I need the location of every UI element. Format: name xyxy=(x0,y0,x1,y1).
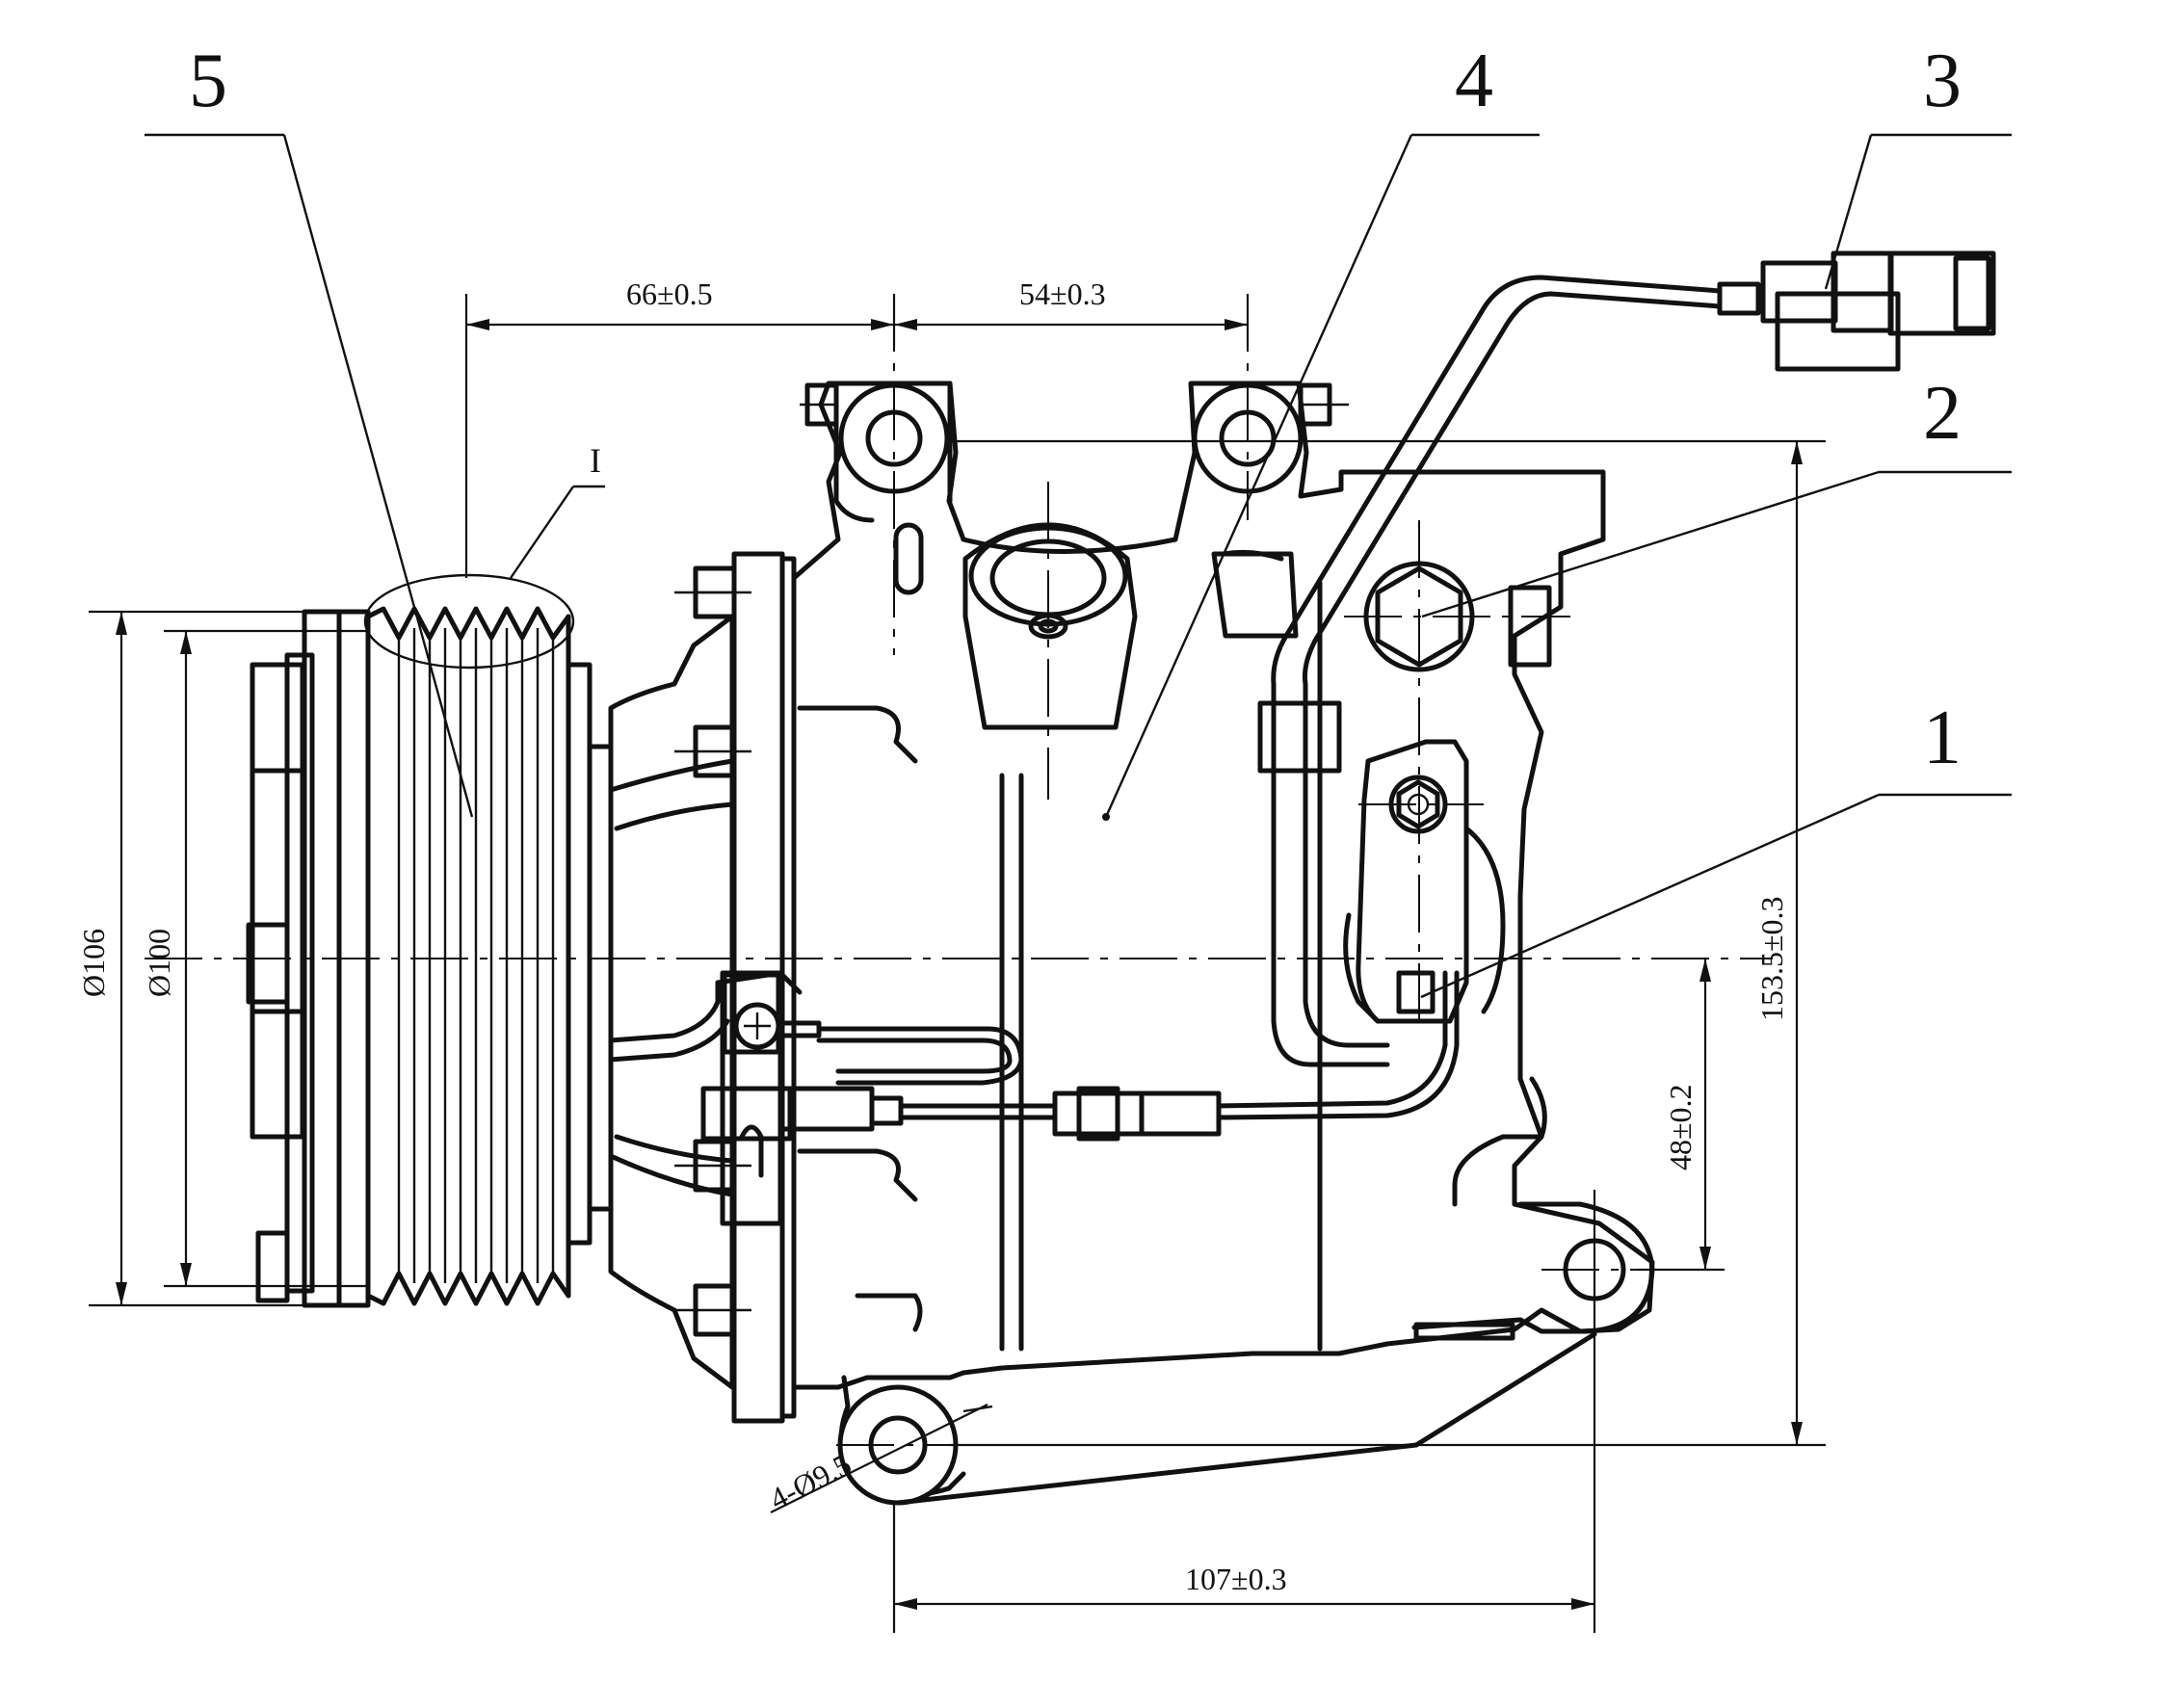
pulley xyxy=(363,573,614,1306)
center-lines xyxy=(145,294,1773,1446)
callout-2: 2 xyxy=(1923,371,1962,456)
dim-66: 66±0.5 xyxy=(626,276,713,311)
front-flange xyxy=(608,551,797,1424)
dim-dia-100: Ø100 xyxy=(142,929,176,997)
dim-48: 48±0.2 xyxy=(1663,1084,1698,1170)
callout-leaders xyxy=(145,133,2012,999)
wire-harness xyxy=(1257,250,1996,1067)
dim-holes: 4-Ø9.5 xyxy=(764,1446,856,1516)
flange-bolts xyxy=(674,565,751,1337)
dim-107: 107±0.3 xyxy=(1185,1562,1287,1596)
labels: 5 4 3 2 1 I 66±0.5 54±0.3 107±0.3 153.5±… xyxy=(76,39,1962,1596)
dim-dia-106: Ø106 xyxy=(76,929,111,997)
mount-ears xyxy=(800,381,1349,595)
dim-153-5: 153.5±0.3 xyxy=(1754,896,1789,1021)
callout-3: 3 xyxy=(1923,39,1962,123)
rear-mount-ears xyxy=(837,1076,1655,1506)
callout-1: 1 xyxy=(1923,696,1962,780)
callout-5: 5 xyxy=(189,39,227,123)
clutch-lead-wire xyxy=(608,970,1460,1226)
callout-4: 4 xyxy=(1455,39,1493,123)
service-port xyxy=(962,522,1138,730)
dimensions xyxy=(89,294,1826,1633)
dim-54: 54±0.3 xyxy=(1019,276,1106,311)
detail-label: I xyxy=(590,441,601,480)
